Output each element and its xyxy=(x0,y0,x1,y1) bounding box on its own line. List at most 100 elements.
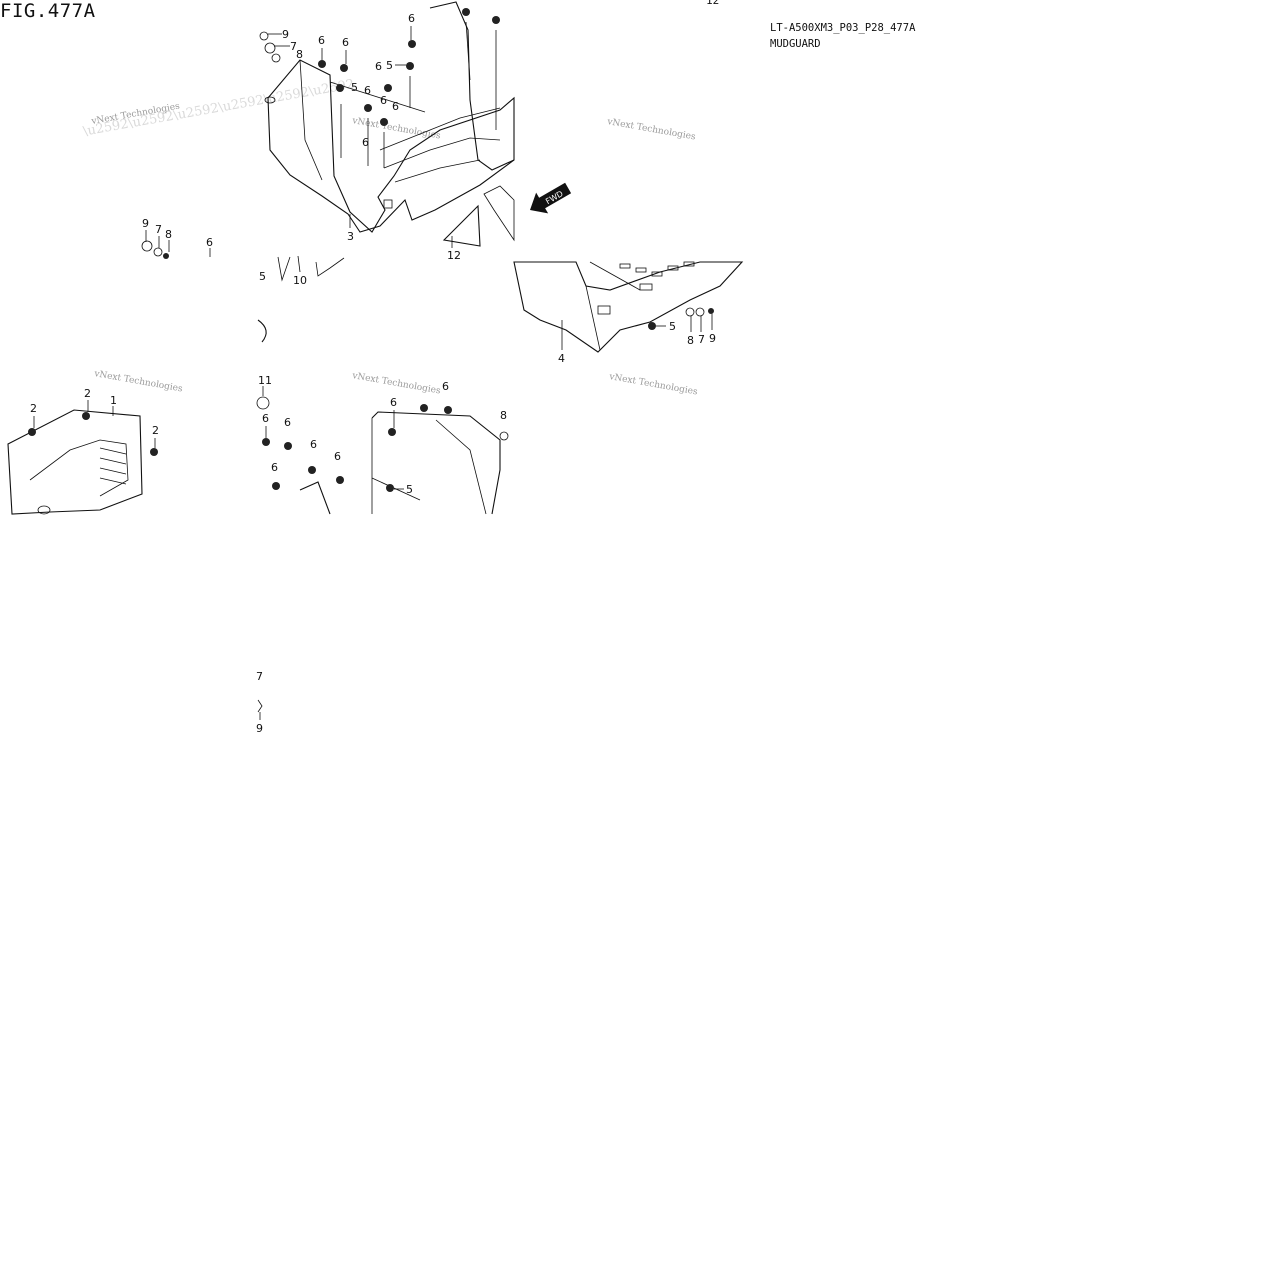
callout-label: 6 xyxy=(442,380,449,393)
callout-label: 8 xyxy=(687,334,694,347)
screw-icon xyxy=(318,60,326,68)
watermark: vNext Technologies xyxy=(607,372,698,398)
reflector-plate xyxy=(442,204,481,247)
screw-icon xyxy=(336,476,344,484)
screw-icon xyxy=(28,428,36,436)
callout-label: 5 xyxy=(406,483,413,496)
leader-lines xyxy=(33,26,713,490)
callout-label: 6 xyxy=(318,34,325,47)
screw-icon xyxy=(388,428,396,436)
callout-label: 6 xyxy=(380,94,387,107)
washer-icon xyxy=(264,42,276,54)
side-cover-drawing xyxy=(7,409,158,515)
callout-label: 2 xyxy=(30,402,37,415)
hardware-fragment-left xyxy=(141,240,211,259)
callout-label: 5 xyxy=(351,81,358,94)
washer-icon xyxy=(153,247,163,257)
svg-text:vNext Technologies: vNext Technologies xyxy=(605,117,696,143)
side-cover-outline xyxy=(7,409,143,515)
nut-icon xyxy=(271,53,281,63)
callout-label: 6 xyxy=(284,416,291,429)
callout-label: 7 xyxy=(698,333,705,346)
front-fender-drawing xyxy=(513,261,744,353)
svg-text:vNext Technologies: vNext Technologies xyxy=(350,371,441,397)
washer-icon xyxy=(141,240,153,252)
screw-icon xyxy=(272,482,280,490)
side-cover-louvers xyxy=(99,447,127,485)
callout-label: 6 xyxy=(271,461,278,474)
screw-icon xyxy=(406,62,414,70)
callout-label: 2 xyxy=(84,387,91,400)
callout-label: 5 xyxy=(259,270,266,283)
screw-icon xyxy=(386,484,394,492)
screw-icon xyxy=(380,118,388,126)
callout-label: 6 xyxy=(375,60,382,73)
figure-code: LT-A500XM3_P03_P28_477A xyxy=(770,22,916,34)
fender-outline xyxy=(513,261,744,353)
callout-label: 9 xyxy=(282,28,289,41)
screw-icon xyxy=(150,448,158,456)
screw-icon xyxy=(340,64,348,72)
callout-label: 7 xyxy=(256,670,263,683)
svg-text:FWD: FWD xyxy=(544,189,565,206)
watermark: vNext Technologies xyxy=(92,369,183,395)
screw-icon xyxy=(384,84,392,92)
callout-label: 6 xyxy=(362,136,369,149)
inner-fender-outline xyxy=(371,411,501,515)
callout-top-12: 12 xyxy=(706,0,720,7)
clip-icon xyxy=(256,396,270,410)
callout-label: 6 xyxy=(310,438,317,451)
callout-label: 2 xyxy=(152,424,159,437)
watermark: \u2592\u2592\u2592\u2592\u2592\u2592 vNe… xyxy=(82,77,355,140)
fender-vent-pattern xyxy=(597,261,695,315)
screw-icon xyxy=(408,40,416,48)
callout-label: 10 xyxy=(293,274,307,287)
screw-icon xyxy=(364,104,372,112)
callout-label: 5 xyxy=(386,59,393,72)
callout-label: 8 xyxy=(296,48,303,61)
callout-label: 6 xyxy=(408,12,415,25)
callout-label: 8 xyxy=(165,228,172,241)
screw-icon xyxy=(444,406,452,414)
screw-icon xyxy=(462,8,470,16)
hardware-fragment-bottom xyxy=(257,699,263,720)
callout-labels: 9 7 8 6 6 6 5 6 6 6 5 6 6 3 1 2 9 7 8 6 5… xyxy=(30,12,716,735)
svg-text:vNext Technologies: vNext Technologies xyxy=(607,372,698,398)
washer-icon xyxy=(695,307,705,317)
screw-icon xyxy=(262,438,270,446)
figure-name: MUDGUARD xyxy=(770,38,821,50)
watermark-group: \u2592\u2592\u2592\u2592\u2592\u2592 vNe… xyxy=(82,77,699,398)
callout-label: 9 xyxy=(142,217,149,230)
bracket-fragment xyxy=(277,255,345,282)
callout-label: 5 xyxy=(669,320,676,333)
watermark: vNext Technologies xyxy=(605,117,696,143)
callout-label: 9 xyxy=(709,332,716,345)
screw-icon xyxy=(308,466,316,474)
nut-icon xyxy=(163,253,169,259)
screw-icon xyxy=(648,322,656,330)
fwd-arrow-icon: FWD xyxy=(530,182,572,214)
inner-fender-drawing xyxy=(256,319,509,515)
screw-icon xyxy=(82,412,90,420)
washer-icon xyxy=(259,31,269,41)
callout-label: 7 xyxy=(155,223,162,236)
callout-label: 7 xyxy=(290,40,297,53)
screw-icon xyxy=(284,442,292,450)
screw-icon xyxy=(420,404,428,412)
callout-label: 6 xyxy=(364,84,371,97)
callout-label: 9 xyxy=(256,722,263,735)
callout-label: 6 xyxy=(390,396,397,409)
callout-label: 4 xyxy=(558,352,565,365)
screw-icon xyxy=(336,84,344,92)
callout-label: 8 xyxy=(500,409,507,422)
callout-label: 6 xyxy=(262,412,269,425)
fender-panel xyxy=(429,1,515,171)
callout-label: 1 xyxy=(110,394,117,407)
svg-text:\u2592\u2592\u2592\u2592\u2592: \u2592\u2592\u2592\u2592\u2592\u2592 xyxy=(82,77,355,140)
washer-icon xyxy=(685,307,695,317)
callout-label: 6 xyxy=(334,450,341,463)
bolt-icon xyxy=(708,308,714,314)
callout-label: 3 xyxy=(347,230,354,243)
callout-label: 6 xyxy=(392,100,399,113)
